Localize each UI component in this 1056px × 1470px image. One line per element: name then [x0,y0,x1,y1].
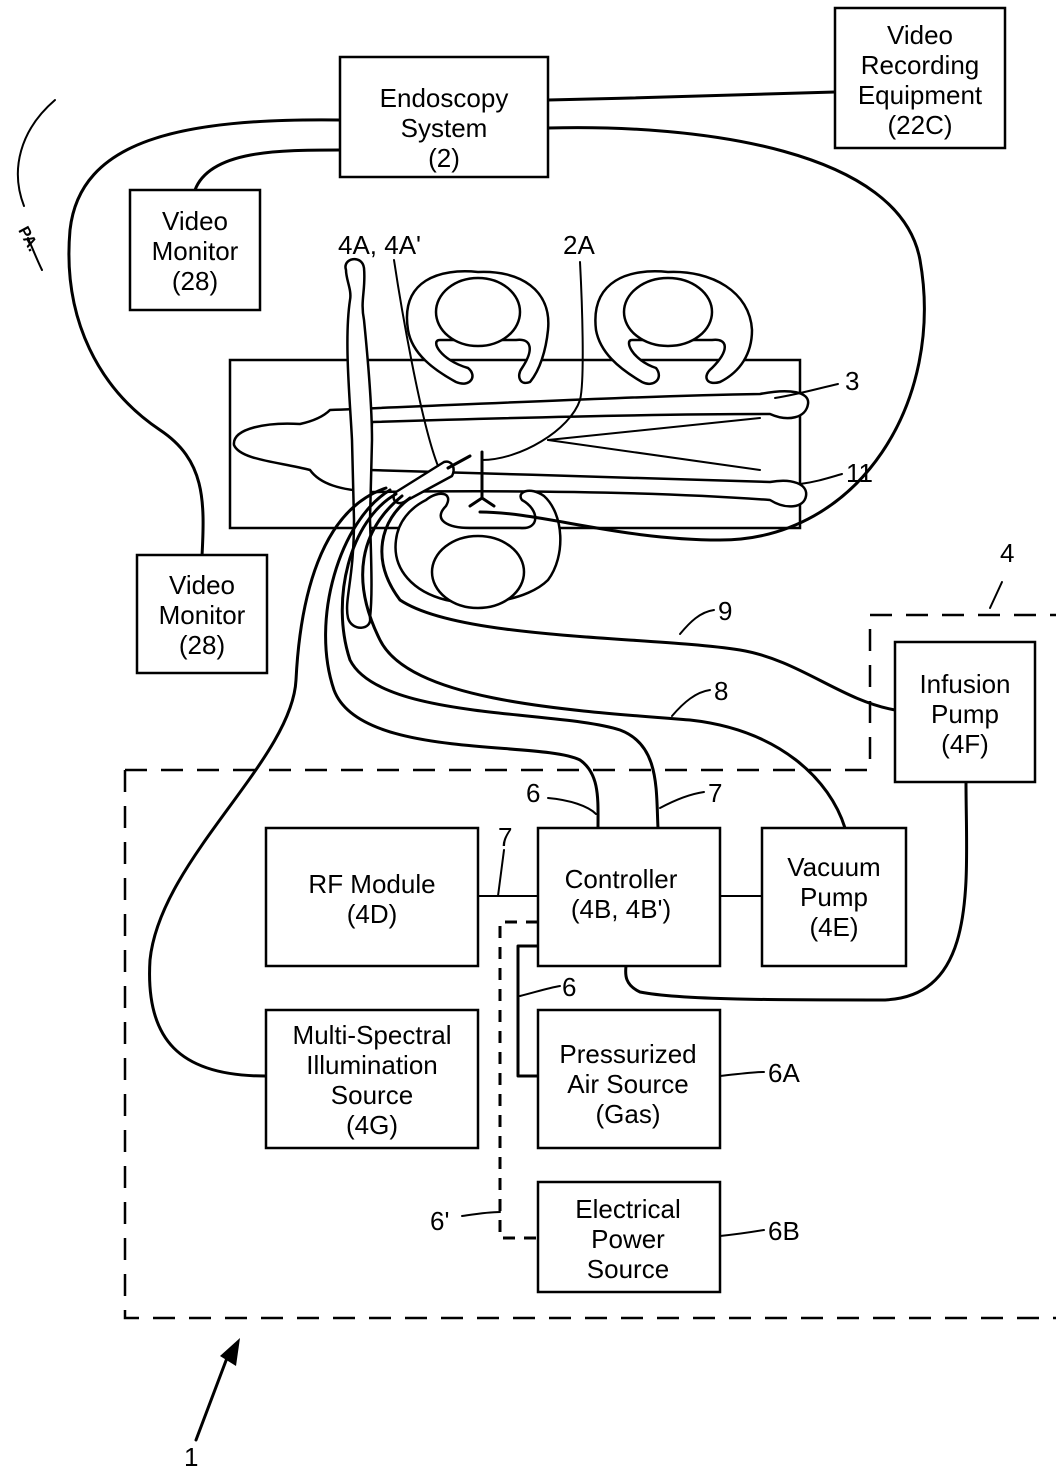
infusion-pump-box: Infusion Pump (4F) [893,640,1037,784]
illumination-line-2: Illumination [306,1050,438,1080]
infusion-line-1: Infusion [919,669,1010,699]
controller-line-2: (4B, 4B') [571,894,671,924]
vacuum-line-3: (4E) [809,912,858,942]
label-power: 6B [768,1216,800,1246]
recording-line-4: (22C) [887,110,952,140]
controller-box: Controller (4B, 4B') [536,826,722,968]
label-line-6-mid: 6 [562,972,576,1002]
illumination-source-box: Multi-Spectral Illumination Source (4G) [264,1008,480,1150]
label-air: 6A [768,1058,800,1088]
endoscopy-line-2: System [401,113,488,143]
infusion-line-3: (4F) [941,729,989,759]
rf-line-1: RF Module [308,869,435,899]
power-line-2: Power [591,1224,665,1254]
rf-module-box: RF Module (4D) [264,826,480,968]
staff-bottom [394,489,562,610]
staff-top-left [405,270,550,385]
label-line-7-top: 7 [708,778,722,808]
recording-line-1: Video [887,20,953,50]
endoscopy-system-box: Endoscopy System (2) [338,55,550,179]
controller-line-1: Controller [565,864,678,894]
label-line-7-mid: 7 [498,822,512,852]
label-table: 11 [846,458,873,488]
air-line-2: Air Source [567,1069,688,1099]
power-line-1: Electrical [575,1194,680,1224]
monitor-left-line-2: Monitor [159,600,246,630]
label-line-6-prime: 6' [430,1206,449,1236]
infusion-line-2: Pump [931,699,999,729]
rf-line-2: (4D) [347,899,398,929]
cables [17,90,969,1078]
air-line-1: Pressurized [559,1039,696,1069]
monitor-top-line-1: Video [162,206,228,236]
label-line-9: 9 [718,596,732,626]
video-monitor-left-box: Video Monitor (28) [135,553,269,675]
vacuum-pump-box: Vacuum Pump (4E) [760,826,908,968]
leader-lines [461,383,1003,1237]
vacuum-line-2: Pump [800,882,868,912]
figure-arrow [194,1338,240,1442]
label-system: 4 [1000,538,1014,568]
recording-line-3: Equipment [858,80,983,110]
label-pa: PA. [14,224,41,254]
electrical-bus-6-prime [498,920,538,1240]
label-line-8: 8 [714,676,728,706]
vacuum-line-1: Vacuum [787,852,880,882]
illumination-line-1: Multi-Spectral [293,1020,452,1050]
power-line-3: Source [587,1254,669,1284]
endoscope-2A [468,261,584,508]
illumination-line-4: (4G) [346,1110,398,1140]
illumination-line-3: Source [331,1080,413,1110]
endoscopy-line-1: Endoscopy [380,83,509,113]
monitor-left-line-3: (28) [179,630,225,660]
label-patient: 3 [845,366,859,396]
video-monitor-top-box: Video Monitor (28) [128,188,262,312]
label-scope: 2A [563,230,595,260]
instrument-4A [392,259,472,505]
video-recording-box: Video Recording Equipment (22C) [833,6,1007,150]
endoscopy-line-3: (2) [428,143,460,173]
label-instrument: 4A, 4A' [338,230,421,260]
label-line-6-top: 6 [526,778,540,808]
air-line-3: (Gas) [596,1099,661,1129]
reference-labels: PA. 4A, 4A' 2A 3 11 4 9 8 6 7 7 6 6A 6' … [14,224,1014,1470]
label-figure: 1 [184,1442,198,1470]
pressurized-air-box: Pressurized Air Source (Gas) [536,1008,722,1150]
system-enclosure [123,613,1056,1320]
monitor-top-line-3: (28) [172,266,218,296]
recording-line-2: Recording [861,50,980,80]
staff-top-right [594,270,754,385]
electrical-power-box: Electrical Power Source [536,1180,722,1294]
monitor-left-line-1: Video [169,570,235,600]
monitor-top-line-2: Monitor [152,236,239,266]
